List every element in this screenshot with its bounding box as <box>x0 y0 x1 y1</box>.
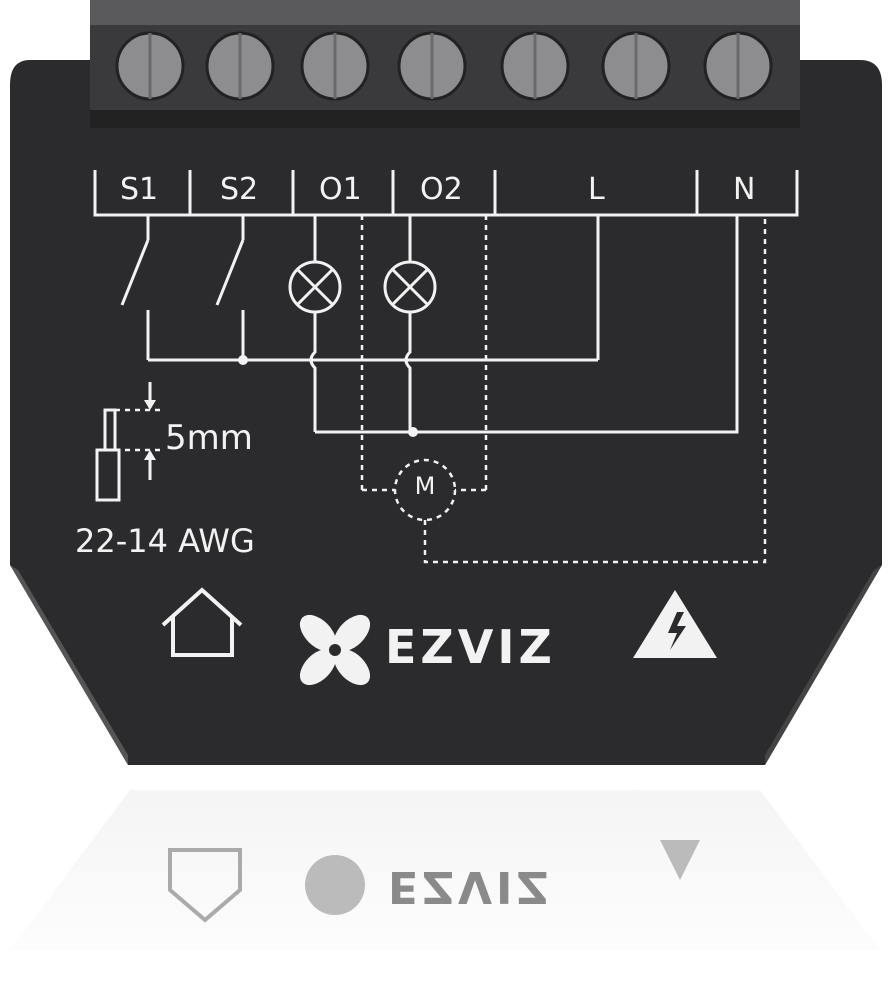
terminal-label-s2: S2 <box>220 172 259 207</box>
device-body <box>10 60 882 765</box>
ezviz-logo-icon <box>299 614 371 686</box>
wire-gauge-label: 22-14 AWG <box>75 522 255 560</box>
reflection-logo: EZVIZ <box>168 840 700 923</box>
terminal-label-bar <box>93 170 799 217</box>
high-voltage-warning-icon <box>633 590 717 658</box>
terminal-label-o1: O1 <box>319 172 362 207</box>
brand-name: EZVIZ <box>385 620 556 674</box>
terminal-label-o2: O2 <box>420 172 463 207</box>
strip-length-label: 5mm <box>165 418 253 458</box>
reflection-fade <box>0 780 890 1000</box>
wire-strip-icon <box>95 382 152 502</box>
terminal-label-s1: S1 <box>120 172 159 207</box>
motor-dashed-wiring <box>360 215 767 564</box>
motor-label: M <box>414 472 436 500</box>
terminal-label-l: L <box>588 172 605 207</box>
terminal-label-n: N <box>733 172 756 207</box>
reflection-brand-name: EZVIZ <box>388 861 552 912</box>
house-icon <box>161 587 243 657</box>
wiring-diagram <box>120 215 739 434</box>
